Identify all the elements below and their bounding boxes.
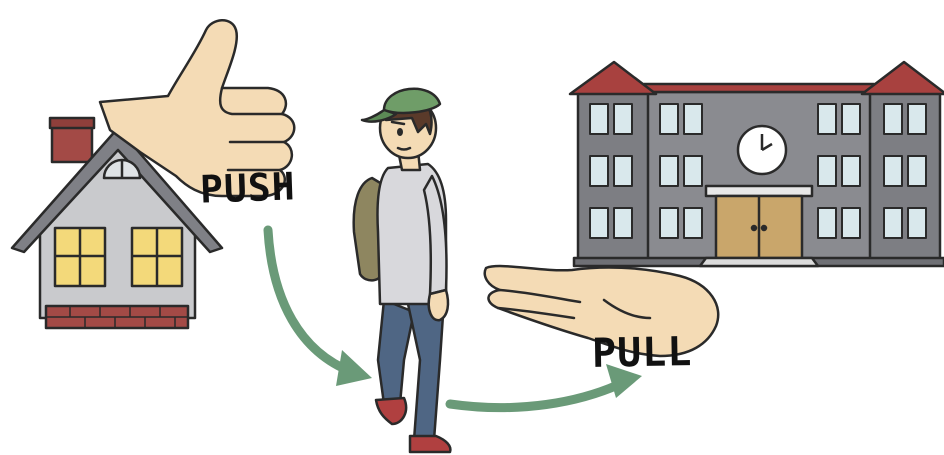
pull-label: PULL — [592, 329, 693, 377]
push-label: PUSH — [199, 164, 296, 211]
student-walking-icon — [354, 89, 451, 452]
school-building-icon — [570, 62, 944, 266]
clock-icon — [738, 126, 786, 174]
